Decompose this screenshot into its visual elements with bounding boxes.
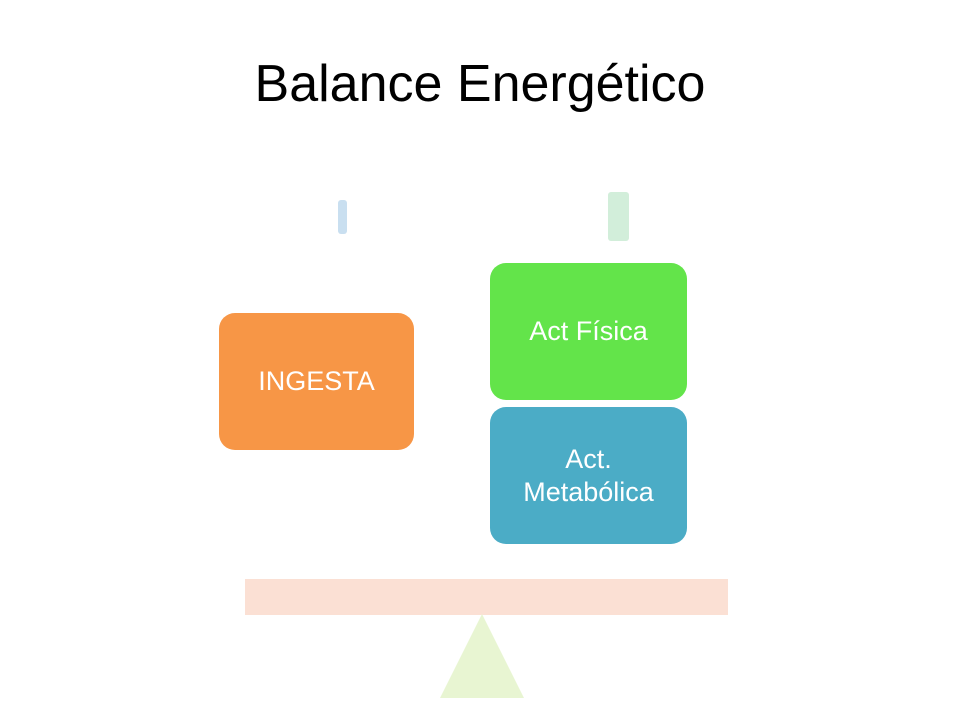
scale-fulcrum (440, 614, 524, 698)
scale-beam (245, 579, 728, 615)
right-pan-connector (608, 192, 629, 241)
ingesta-label: INGESTA (258, 366, 375, 397)
left-pan-connector (338, 200, 347, 234)
act-fisica-label: Act Física (529, 316, 648, 347)
act-metabolica-box: Act. Metabólica (490, 407, 687, 544)
act-fisica-box: Act Física (490, 263, 687, 400)
act-metabolica-label: Act. Metabólica (523, 443, 654, 507)
slide-title: Balance Energético (254, 55, 706, 113)
ingesta-box: INGESTA (219, 313, 414, 450)
fulcrum-triangle (440, 614, 524, 698)
